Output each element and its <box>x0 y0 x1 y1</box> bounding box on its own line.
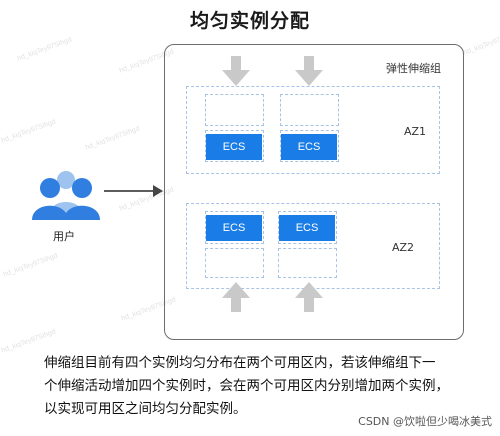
az1-label: AZ1 <box>404 125 427 138</box>
watermark: hd_kiqTey97Sihgd <box>16 36 73 63</box>
watermark: hd_kiqTey97Sihgd <box>0 328 57 355</box>
new-instance-slot <box>205 94 264 126</box>
user-label: 用户 <box>53 230 75 243</box>
watermark: hd_kiqTey97Sihgd <box>462 30 500 57</box>
description-text: 伸缩组目前有四个实例均匀分布在两个可用区内，若该伸缩组下一 个伸缩活动增加四个实… <box>44 352 484 421</box>
watermark: hd_kiqTey97Sihgd <box>84 125 141 152</box>
new-instance-slot <box>205 248 264 278</box>
watermark: hd_kiqTey97Sihgd <box>0 118 57 145</box>
description-line: 以实现可用区之间均匀分配实例。 <box>44 401 247 417</box>
diagram-title: 均匀实例分配 <box>189 10 310 32</box>
new-instance-slot <box>278 248 337 278</box>
ecs-instance: ECS <box>206 215 262 241</box>
arrow-down-icon <box>295 56 323 86</box>
availability-zone-1 <box>186 86 440 174</box>
ecs-instance: ECS <box>279 215 335 241</box>
scaling-group-box <box>164 44 464 340</box>
users-icon <box>32 171 100 220</box>
az2-label: AZ2 <box>392 241 415 254</box>
new-instance-slot <box>280 94 339 126</box>
description-line: 伸缩组目前有四个实例均匀分布在两个可用区内，若该伸缩组下一 <box>44 355 436 371</box>
description-line: 个伸缩活动增加四个实例时，会在两个可用区内分别增加两个实例， <box>44 378 449 394</box>
source-credit: CSDN @饮啦但少喝冰美式 <box>358 413 492 429</box>
watermark: hd_kiqTey97Sihgd <box>2 252 59 279</box>
scaling-group-label: 弹性伸缩组 <box>386 62 441 75</box>
arrow-up-icon <box>295 282 323 312</box>
arrow-right-icon <box>104 185 163 197</box>
arrow-down-icon <box>222 56 250 86</box>
ecs-instance: ECS <box>206 134 262 160</box>
ecs-instance: ECS <box>281 134 337 160</box>
arrow-up-icon <box>222 282 250 312</box>
